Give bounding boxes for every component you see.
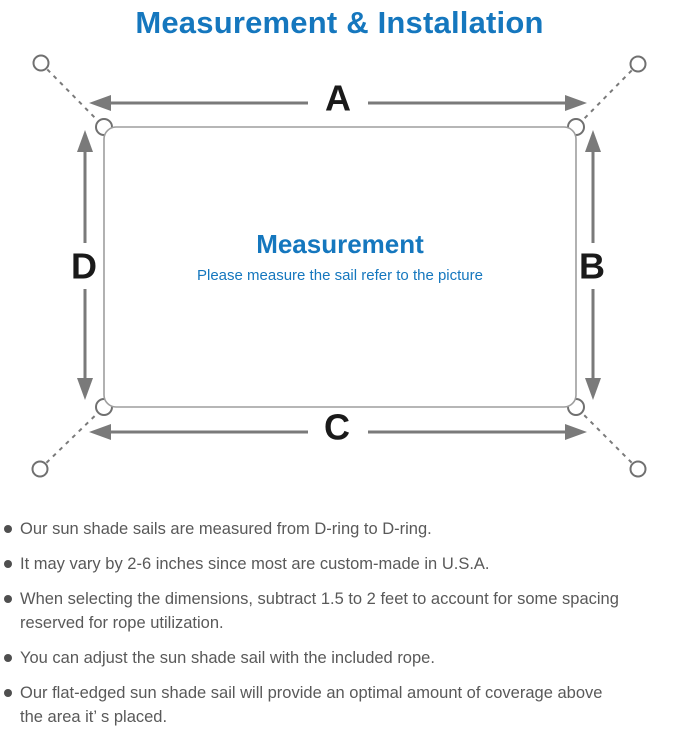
rope-lines [39, 62, 639, 470]
note-line: reserved for rope utilization. [20, 614, 224, 632]
dashed-rope-line-bottom-left [39, 406, 105, 470]
anchor-point-icon-top-left [32, 54, 50, 72]
note-line: When selecting the dimensions, subtract … [20, 590, 619, 608]
note-item: Our flat-edged sun shade sail will provi… [4, 681, 669, 729]
dimension-label-b: B [579, 246, 605, 287]
note-item: Our sun shade sails are measured from D-… [4, 517, 669, 541]
anchor-point-icon-top-right [629, 55, 647, 73]
arrowhead-right-icon [565, 95, 587, 111]
arrowhead-right-icon [565, 424, 587, 440]
bullet-icon [4, 525, 12, 533]
note-line: the area it’ s placed. [20, 708, 168, 726]
dashed-rope-line-bottom-right [575, 406, 639, 470]
page-title: Measurement & Installation [135, 5, 544, 40]
bullet-icon [4, 560, 12, 568]
header: Measurement & Installation [0, 0, 679, 41]
notes-list: Our sun shade sails are measured from D-… [0, 517, 679, 729]
bullet-icon [4, 595, 12, 603]
note-line: Our sun shade sails are measured from D-… [20, 520, 432, 538]
dimension-arrow-b [585, 130, 601, 400]
sail-measurement-diagram: A B C D Measurement Please measure the s… [0, 41, 679, 501]
arrowhead-up-icon [77, 130, 93, 152]
note-line: It may vary by 2-6 inches since most are… [20, 555, 490, 573]
arrowhead-left-icon [89, 424, 111, 440]
anchor-points [31, 54, 647, 478]
dimension-arrow-d [77, 130, 93, 400]
dimension-label-d: D [71, 246, 97, 287]
note-item: You can adjust the sun shade sail with t… [4, 646, 669, 670]
note-item: It may vary by 2-6 inches since most are… [4, 552, 669, 576]
note-line: You can adjust the sun shade sail with t… [20, 649, 435, 667]
note-item: When selecting the dimensions, subtract … [4, 587, 669, 635]
diagram-canvas: A B C D [31, 54, 647, 478]
note-line: Our flat-edged sun shade sail will provi… [20, 684, 603, 702]
arrowhead-left-icon [89, 95, 111, 111]
dashed-rope-line-top-right [575, 63, 639, 128]
dimension-label-a: A [325, 78, 351, 119]
anchor-point-icon-bottom-right [629, 460, 647, 478]
dimension-arrow-a [89, 95, 587, 111]
bullet-icon [4, 654, 12, 662]
anchor-point-icon-bottom-left [31, 460, 49, 478]
sail-rectangle [103, 126, 577, 408]
dimension-label-c: C [324, 407, 350, 448]
arrowhead-down-icon [585, 378, 601, 400]
arrowhead-up-icon [585, 130, 601, 152]
dashed-rope-line-top-left [40, 62, 105, 128]
bullet-icon [4, 689, 12, 697]
dimension-arrow-c [89, 424, 587, 440]
arrowhead-down-icon [77, 378, 93, 400]
